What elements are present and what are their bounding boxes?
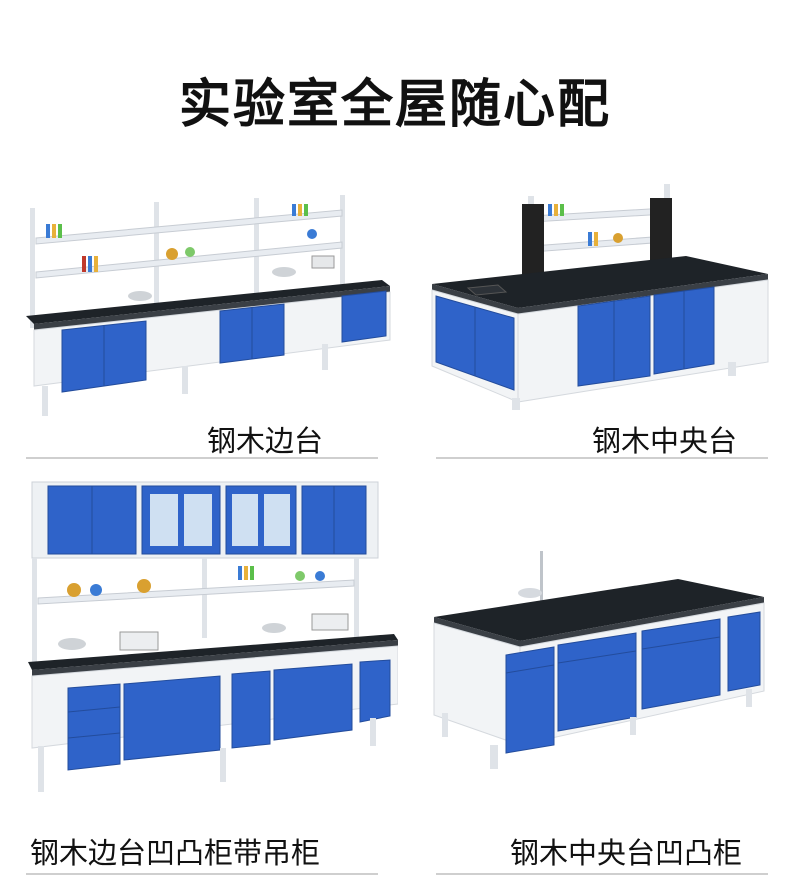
central-bench-image bbox=[428, 176, 773, 412]
side-bench-label: 钢木边台 bbox=[207, 424, 324, 458]
page-title: 实验室全屋随心配 bbox=[178, 75, 611, 135]
central-bench-label: 钢木中央台 bbox=[592, 424, 738, 458]
divider-right-bottom bbox=[436, 873, 768, 875]
side-bench-wall-cabinet-image bbox=[24, 478, 398, 814]
divider-left-top bbox=[26, 457, 378, 459]
divider-right-top bbox=[436, 457, 768, 459]
central-bench-recessed-image bbox=[430, 545, 768, 777]
side-bench-wall-cabinet-label: 钢木边台凹凸柜带吊柜 bbox=[30, 836, 321, 870]
side-bench-image bbox=[22, 190, 392, 422]
divider-left-bottom bbox=[26, 873, 378, 875]
central-bench-recessed-label: 钢木中央台凹凸柜 bbox=[510, 836, 743, 870]
